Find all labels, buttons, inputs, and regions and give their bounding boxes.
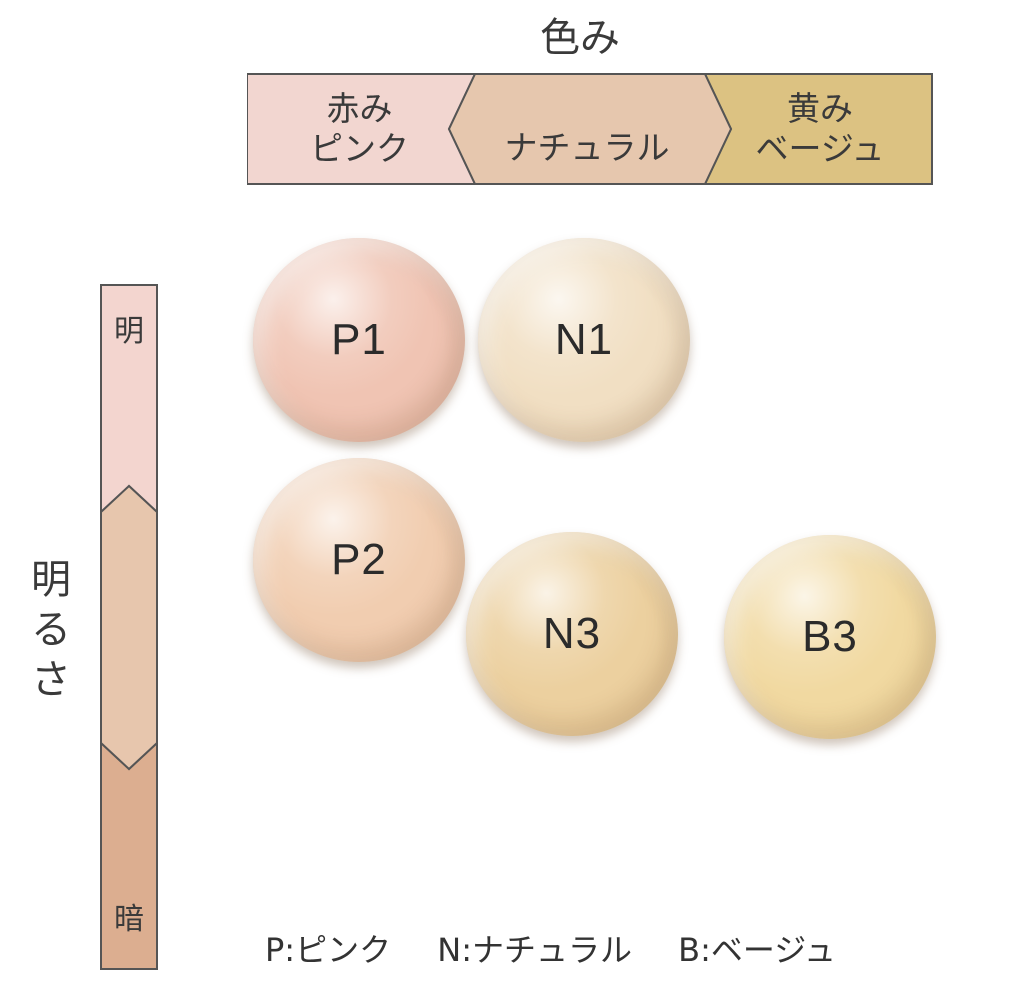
swatch-b3: B3: [724, 535, 936, 739]
brightness-segment-mid: [100, 484, 158, 771]
swatch-p2-label: P2: [331, 535, 387, 584]
brightness-axis-title: 明 る さ: [31, 557, 71, 703]
brightness-bar-graphic: [100, 284, 158, 970]
swatch-n1: N1: [478, 238, 690, 442]
swatch-p2: P2: [253, 458, 465, 662]
hue-label-yellow-beige: 黄み ベージュ: [755, 89, 885, 168]
swatch-n1-label: N1: [554, 315, 614, 364]
legend-beige: B:ベージュ: [678, 931, 837, 969]
hue-bar: 赤み ピンク ナチュラル 黄み ベージュ: [247, 73, 933, 185]
swatch-p1: P1: [253, 238, 465, 442]
hue-bar-graphic: [247, 73, 933, 185]
swatch-b3-label: B3: [802, 612, 858, 661]
color-axis-title: 色み: [540, 15, 620, 61]
swatch-n3-label: N3: [542, 609, 602, 658]
brightness-label-light: 明: [114, 314, 144, 349]
swatch-n3: N3: [466, 532, 678, 736]
brightness-label-dark: 暗: [114, 902, 144, 937]
hue-segment-natural: [447, 73, 733, 185]
legend-pink: P:ピンク: [265, 931, 392, 969]
hue-label-natural: ナチュラル: [504, 128, 670, 167]
legend-natural: N:ナチュラル: [437, 931, 632, 969]
legend: P:ピンク N:ナチュラル B:ベージュ: [265, 928, 872, 972]
brightness-bar: 明 暗: [100, 284, 158, 970]
swatch-p1-label: P1: [331, 315, 387, 364]
hue-label-red-pink: 赤み ピンク: [310, 89, 409, 168]
